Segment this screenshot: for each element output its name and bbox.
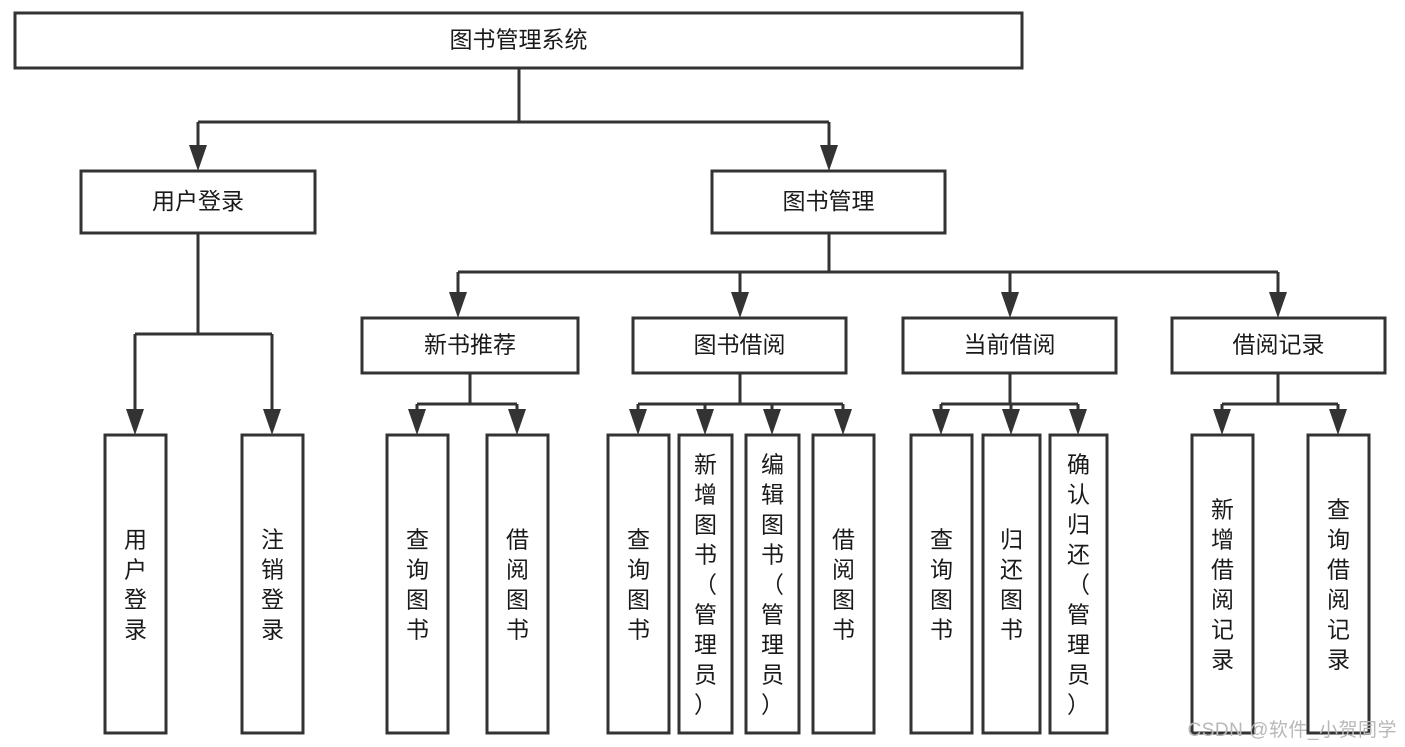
node-box-leaf-user-logout[interactable] (240, 433, 305, 735)
node-leaf-query-book-borrow[interactable]: 查询图书 (606, 433, 671, 735)
node-box-book-borrow[interactable] (631, 316, 848, 375)
node-box-leaf-query-book-borrow[interactable] (606, 433, 671, 735)
connectors-layer (126, 68, 1347, 435)
node-leaf-add-record[interactable]: 新增借阅记录 (1190, 433, 1255, 735)
node-leaf-confirm-return[interactable]: 确认归还（管理员） (1048, 433, 1109, 735)
node-root[interactable]: 图书管理系统 (13, 11, 1024, 70)
node-label-leaf-user-login: 用户登录 (124, 526, 147, 642)
node-label-book-borrow: 图书借阅 (694, 332, 786, 358)
node-box-leaf-edit-book[interactable] (744, 433, 801, 735)
node-box-book-management[interactable] (710, 169, 947, 235)
connector-currentborrow-to-leaves (932, 373, 1087, 435)
node-label-leaf-user-logout: 注销登录 (261, 526, 284, 642)
node-box-leaf-user-login[interactable] (103, 433, 168, 735)
connector-root-to-level2 (189, 68, 838, 171)
node-borrow-record[interactable]: 借阅记录 (1170, 316, 1387, 375)
node-current-borrow[interactable]: 当前借阅 (901, 316, 1118, 375)
node-box-borrow-record[interactable] (1170, 316, 1387, 375)
node-label-leaf-query-book-cur: 查询图书 (930, 526, 953, 642)
node-label-book-management: 图书管理 (783, 188, 875, 214)
node-box-user-login[interactable] (79, 169, 317, 235)
node-box-leaf-query-record[interactable] (1306, 433, 1371, 735)
node-leaf-query-record[interactable]: 查询借阅记录 (1306, 433, 1371, 735)
node-label-root: 图书管理系统 (450, 27, 588, 53)
node-label-leaf-add-record: 新增借阅记录 (1211, 496, 1234, 672)
node-label-leaf-add-book: 新增图书（管理员） (694, 451, 717, 717)
node-label-new-book-recommend: 新书推荐 (424, 332, 516, 358)
node-label-current-borrow: 当前借阅 (964, 332, 1056, 358)
node-label-leaf-query-record: 查询借阅记录 (1327, 496, 1350, 672)
node-book-management[interactable]: 图书管理 (710, 169, 947, 235)
node-label-leaf-return-book: 归还图书 (1000, 526, 1023, 642)
node-leaf-user-login[interactable]: 用户登录 (103, 433, 168, 735)
node-box-leaf-add-book[interactable] (677, 433, 734, 735)
node-label-leaf-confirm-return: 确认归还（管理员） (1067, 451, 1090, 717)
node-leaf-user-logout[interactable]: 注销登录 (240, 433, 305, 735)
node-box-new-book-recommend[interactable] (360, 316, 580, 375)
csdn-watermark: CSDN @软件_小贺同学 (1187, 720, 1397, 741)
node-leaf-query-book-rec[interactable]: 查询图书 (385, 433, 450, 735)
connector-newbook-to-leaves (408, 373, 526, 435)
node-label-borrow-record: 借阅记录 (1233, 332, 1325, 358)
connector-bookmgmt-to-level3 (449, 233, 1287, 318)
node-box-root[interactable] (13, 11, 1024, 70)
node-box-leaf-borrow-book-rec[interactable] (485, 433, 550, 735)
connector-borrowrecord-to-leaves (1213, 373, 1347, 435)
node-label-leaf-borrow-book-rec: 借阅图书 (506, 526, 529, 642)
node-label-leaf-borrow-book: 借阅图书 (832, 526, 855, 642)
node-box-leaf-confirm-return[interactable] (1048, 433, 1109, 735)
node-box-leaf-query-book-rec[interactable] (385, 433, 450, 735)
node-leaf-add-book[interactable]: 新增图书（管理员） (677, 433, 734, 735)
node-leaf-return-book[interactable]: 归还图书 (981, 433, 1042, 735)
node-leaf-borrow-book[interactable]: 借阅图书 (811, 433, 876, 735)
node-leaf-query-book-cur[interactable]: 查询图书 (909, 433, 974, 735)
node-label-leaf-query-book-rec: 查询图书 (406, 526, 429, 642)
node-box-leaf-query-book-cur[interactable] (909, 433, 974, 735)
node-box-current-borrow[interactable] (901, 316, 1118, 375)
node-user-login[interactable]: 用户登录 (79, 169, 317, 235)
node-leaf-edit-book[interactable]: 编辑图书（管理员） (744, 433, 801, 735)
node-box-leaf-return-book[interactable] (981, 433, 1042, 735)
node-label-leaf-query-book-borrow: 查询图书 (627, 526, 650, 642)
node-new-book-recommend[interactable]: 新书推荐 (360, 316, 580, 375)
connector-bookborrow-to-leaves (629, 373, 852, 435)
connector-userlogin-to-leaves (126, 233, 281, 435)
node-label-user-login: 用户登录 (152, 188, 244, 214)
node-leaf-borrow-book-rec[interactable]: 借阅图书 (485, 433, 550, 735)
nodes-layer: 图书管理系统用户登录图书管理新书推荐图书借阅当前借阅借阅记录用户登录注销登录查询… (13, 11, 1387, 735)
node-box-leaf-borrow-book[interactable] (811, 433, 876, 735)
node-box-leaf-add-record[interactable] (1190, 433, 1255, 735)
node-book-borrow[interactable]: 图书借阅 (631, 316, 848, 375)
node-label-leaf-edit-book: 编辑图书（管理员） (761, 451, 784, 717)
